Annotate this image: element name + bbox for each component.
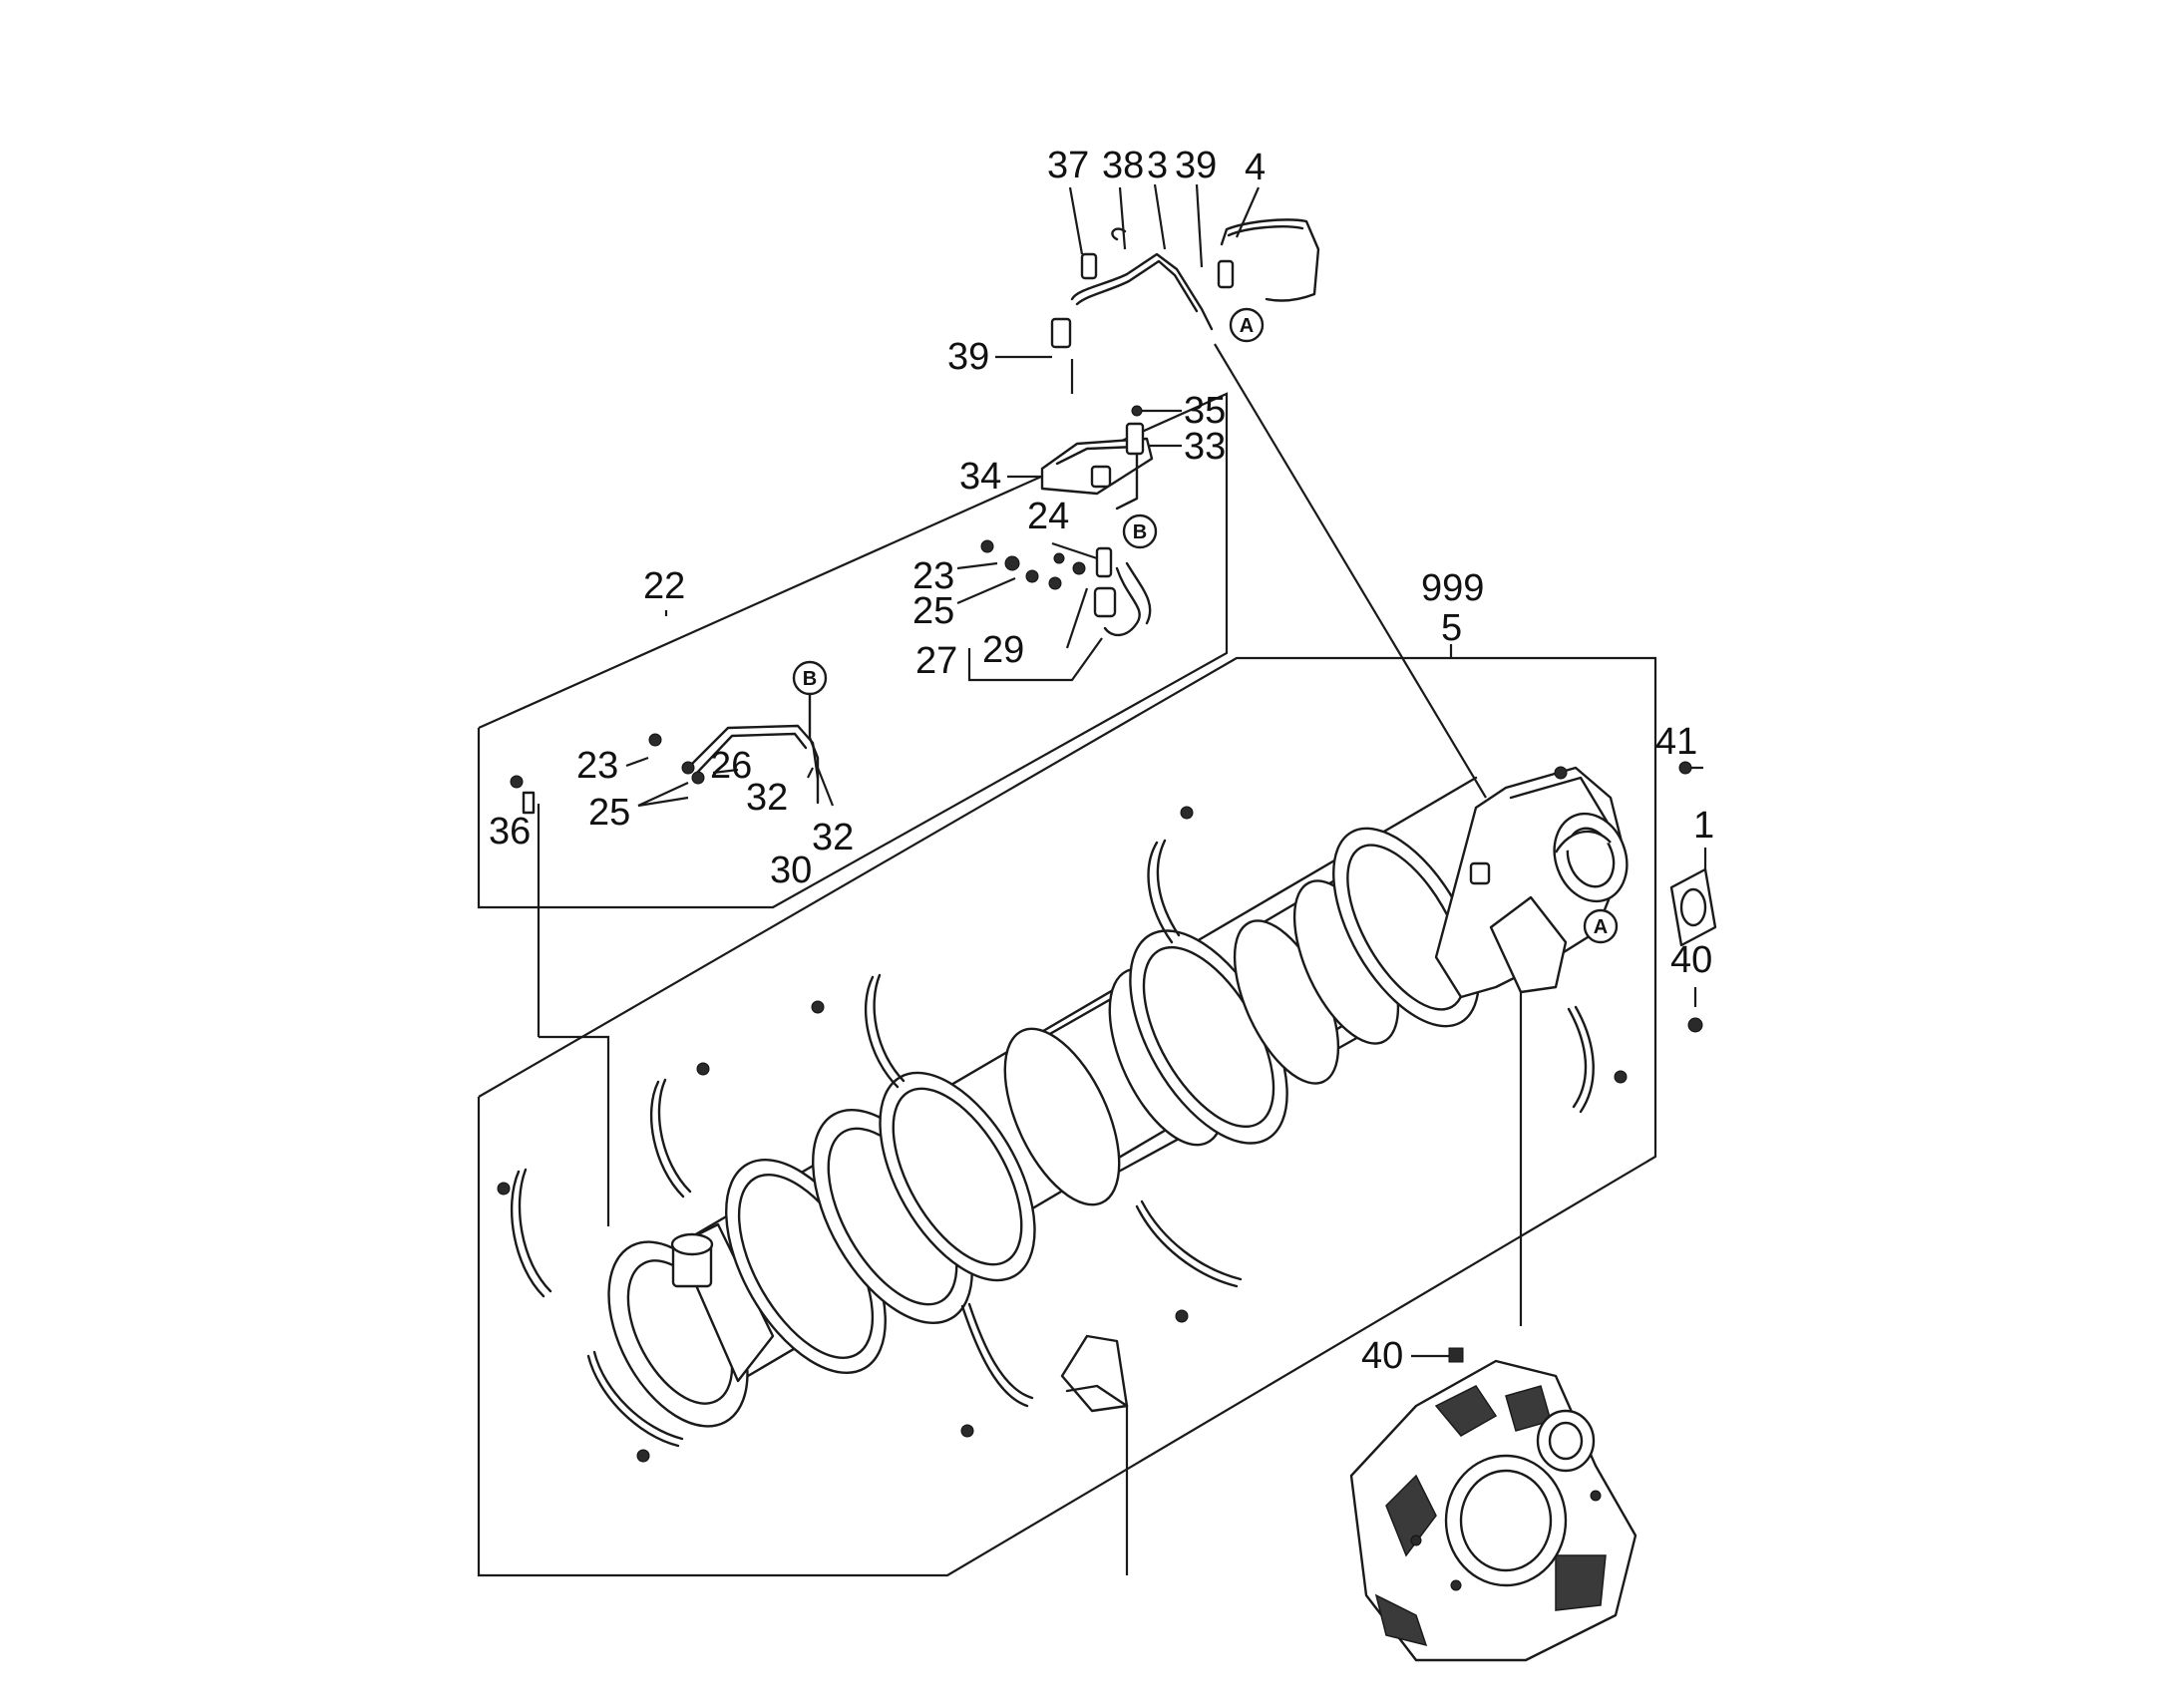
- callout-5: 5: [1441, 607, 1462, 649]
- main-cylinder-body: A: [607, 766, 1629, 1428]
- callout-23: 23: [912, 555, 954, 597]
- reference-marker-b-2: B: [803, 668, 817, 690]
- callout-32-right: 32: [812, 817, 854, 858]
- group-5-bracket: [477, 644, 1657, 1577]
- callout-3: 3: [1147, 145, 1168, 186]
- callout-30: 30: [770, 850, 812, 891]
- callout-39-top: 39: [1175, 145, 1217, 186]
- callout-25-lower: 25: [588, 792, 630, 834]
- reference-marker-b: B: [1133, 521, 1147, 543]
- callout-41: 41: [1655, 721, 1697, 763]
- reference-marker-a-2: A: [1594, 916, 1608, 938]
- callout-25: 25: [912, 590, 954, 632]
- pipe-assembly-upper: A: [1050, 218, 1320, 349]
- callout-4: 4: [1245, 147, 1266, 188]
- reference-marker-a: A: [1240, 315, 1254, 337]
- callout-34: 34: [959, 456, 1001, 498]
- flywheel-housing: [1349, 1359, 1637, 1662]
- callout-24: 24: [1027, 496, 1069, 537]
- bracket-assembly: B: [1040, 405, 1158, 549]
- callout-40-bottom: 40: [1361, 1335, 1403, 1377]
- group-27-bracket: [967, 637, 1103, 682]
- callout-26: 26: [710, 745, 752, 787]
- callout-22: 22: [643, 565, 685, 607]
- callout-40-right: 40: [1670, 939, 1712, 981]
- callout-27: 27: [915, 640, 957, 682]
- callout-33: 33: [1184, 426, 1226, 468]
- clamp-bands: [497, 806, 1628, 1463]
- callout-38: 38: [1102, 145, 1144, 186]
- callout-36: 36: [489, 811, 531, 853]
- callout-23-lower: 23: [576, 745, 618, 787]
- callout-1: 1: [1693, 805, 1714, 847]
- callout-29: 29: [982, 629, 1024, 671]
- callout-35: 35: [1184, 390, 1226, 432]
- hose-and-fasteners: [980, 539, 1152, 637]
- callout-32-left: 32: [746, 777, 788, 819]
- mounting-foot: [1060, 1334, 1129, 1413]
- callout-labels: 37 38 3 39 4 39 35 33 34 24 22 23 25 29 …: [489, 145, 1714, 1377]
- pipe-assembly-lower: B: [510, 660, 828, 815]
- gasket-and-bolts: [1448, 761, 1717, 1363]
- callout-39: 39: [947, 336, 989, 378]
- callout-999: 999: [1421, 567, 1484, 609]
- callout-37: 37: [1047, 145, 1089, 186]
